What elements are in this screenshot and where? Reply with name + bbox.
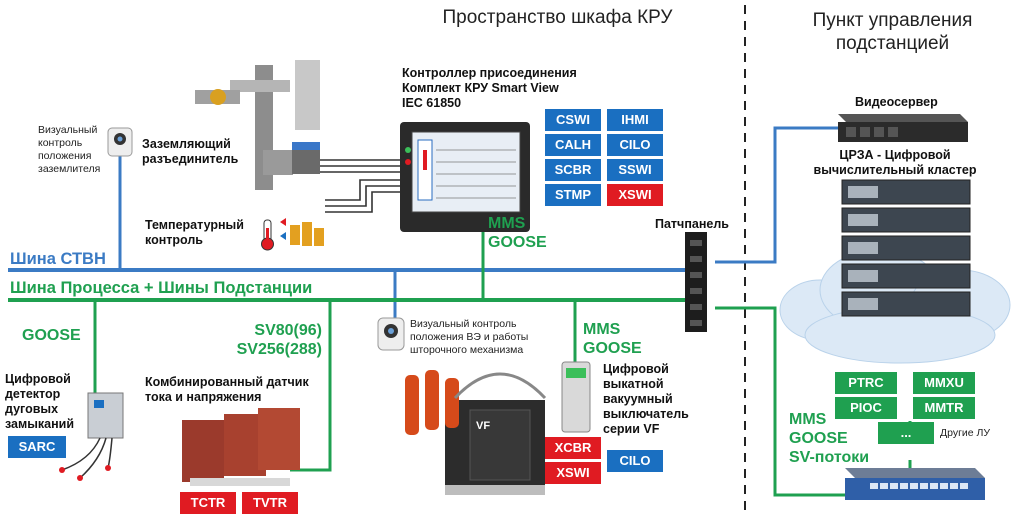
arc-line2: детектор bbox=[5, 387, 61, 401]
earth-camera-icon bbox=[107, 127, 133, 157]
sv-line1: SV80(96) bbox=[254, 322, 322, 339]
ln-stmp: STMP bbox=[545, 184, 601, 206]
controller-title-line1: Контроллер присоединения bbox=[402, 66, 577, 80]
breaker-line2: выкатной bbox=[603, 377, 664, 391]
ln-other: ... bbox=[878, 422, 934, 444]
stvn-uplink bbox=[715, 126, 838, 264]
sensor-image bbox=[182, 408, 300, 486]
arc-detector-label: Цифровой детектор дуговых замыканий bbox=[5, 372, 74, 432]
cluster-line1: ЦРЗА - Цифровой bbox=[839, 148, 951, 162]
controller-wires bbox=[318, 159, 400, 213]
ln-calh: CALH bbox=[545, 134, 601, 156]
control-header: Пункт управления подстанцией bbox=[775, 9, 1010, 55]
control-header-line1: Пункт управления bbox=[812, 10, 973, 31]
temperature-label: Температурный контроль bbox=[145, 218, 244, 248]
sensor-label: Комбинированный датчик тока и напряжения bbox=[145, 375, 309, 405]
ln-scbr: SCBR bbox=[545, 159, 601, 181]
patch-panel-image bbox=[685, 232, 707, 332]
visual-earth-line3: положения bbox=[38, 150, 92, 162]
station-mms: MMS bbox=[789, 411, 827, 428]
ln-xswi: XSWI bbox=[545, 462, 601, 484]
ln-cswi: CSWI bbox=[545, 109, 601, 131]
vacuum-breaker-image bbox=[405, 370, 547, 495]
process-uplink bbox=[715, 306, 845, 497]
goose-left-label: GOOSE bbox=[22, 327, 81, 344]
temperature-line2: контроль bbox=[145, 233, 203, 247]
visual-earth-line1: Визуальный bbox=[38, 124, 98, 136]
patch-panel-label: Патчпанель bbox=[655, 217, 729, 231]
ln-cilo-breaker: CILO bbox=[607, 450, 663, 472]
ln-mmxu: MMXU bbox=[913, 372, 975, 394]
ln-xswi-controller: XSWI bbox=[607, 184, 663, 206]
breaker-line4: выключатель bbox=[603, 407, 689, 421]
ln-sarc: SARC bbox=[8, 436, 66, 458]
arc-line1: Цифровой bbox=[5, 372, 71, 386]
controller-title: Контроллер присоединения Комплект КРУ Sm… bbox=[402, 66, 577, 111]
visual-earth-line2: контроль bbox=[38, 137, 83, 149]
ln-pioc: PIOC bbox=[835, 397, 897, 419]
network-switch-image bbox=[845, 468, 985, 500]
arc-line3: дуговых bbox=[5, 402, 59, 416]
sv-label: SV80(96) SV256(288) bbox=[210, 321, 322, 359]
controller-goose: GOOSE bbox=[488, 234, 547, 251]
server-cluster-image bbox=[841, 179, 971, 317]
ln-sswi: SSWI bbox=[607, 159, 663, 181]
other-ln-label: Другие ЛУ bbox=[940, 427, 991, 439]
arc-detector-image bbox=[59, 392, 124, 481]
controller-device bbox=[400, 122, 530, 232]
temperature-sensors-image bbox=[290, 222, 324, 246]
cabinet-header: Пространство шкафа КРУ bbox=[442, 7, 673, 28]
controller-title-line2: Комплект КРУ Smart View bbox=[402, 81, 559, 95]
control-header-line2: подстанцией bbox=[835, 33, 950, 54]
ln-mmtr: MMTR bbox=[913, 397, 975, 419]
visual-breaker-line3: шторочного механизма bbox=[410, 344, 524, 356]
visual-breaker-label: Визуальный контроль положения ВЭ и работ… bbox=[410, 318, 528, 357]
visual-earth-label: Визуальный контроль положения заземлител… bbox=[38, 124, 100, 176]
controller-title-line3: IEC 61850 bbox=[402, 96, 462, 110]
ln-ptrc: PTRC bbox=[835, 372, 897, 394]
ln-xcbr: XCBR bbox=[545, 437, 601, 459]
breaker-goose: GOOSE bbox=[583, 340, 642, 357]
video-server-image bbox=[838, 114, 968, 142]
cluster-line2: вычислительный кластер bbox=[813, 163, 977, 177]
station-protocols: MMS GOOSE SV-потоки bbox=[789, 410, 869, 467]
breaker-line1: Цифровой bbox=[603, 362, 669, 376]
earthing-switch-label: Заземляющий разъединитель bbox=[142, 137, 238, 167]
sensor-line2: тока и напряжения bbox=[145, 390, 262, 404]
controller-protocols: MMS GOOSE bbox=[488, 214, 547, 252]
station-goose: GOOSE bbox=[789, 430, 848, 447]
sensor-line1: Комбинированный датчик bbox=[145, 375, 309, 389]
arc-line4: замыканий bbox=[5, 417, 75, 431]
ln-tctr: TCTR bbox=[180, 492, 236, 514]
earthing-switch-image bbox=[195, 60, 320, 190]
visual-breaker-line1: Визуальный контроль bbox=[410, 318, 517, 330]
stvn-bus-label: Шина СТВН bbox=[10, 250, 106, 268]
breaker-protocols: MMS GOOSE bbox=[583, 320, 642, 358]
ln-cilo: CILO bbox=[607, 134, 663, 156]
breaker-label: Цифровой выкатной вакуумный выключатель … bbox=[603, 362, 689, 437]
visual-breaker-line2: положения ВЭ и работы bbox=[410, 331, 529, 343]
breaker-mms: MMS bbox=[583, 321, 621, 338]
video-server-label: Видеосервер bbox=[855, 95, 938, 109]
thermometer-icon bbox=[261, 218, 286, 251]
sv-line2: SV256(288) bbox=[236, 341, 322, 358]
breaker-controller-image bbox=[561, 361, 591, 433]
earthing-switch-line2: разъединитель bbox=[142, 152, 239, 166]
breaker-line5: серии VF bbox=[603, 422, 660, 436]
breaker-line3: вакуумный bbox=[603, 392, 673, 406]
cluster-label: ЦРЗА - Цифровой вычислительный кластер bbox=[790, 148, 1000, 178]
process-bus-label: Шина Процесса + Шины Подстанции bbox=[10, 279, 313, 297]
sensor-link bbox=[290, 300, 332, 472]
station-sv: SV-потоки bbox=[789, 449, 870, 466]
visual-earth-line4: заземлителя bbox=[38, 163, 101, 175]
breaker-camera-icon bbox=[377, 317, 405, 351]
ln-tvtr: TVTR bbox=[242, 492, 298, 514]
ln-ihmi: IHMI bbox=[607, 109, 663, 131]
temperature-line1: Температурный bbox=[145, 218, 244, 232]
vf-plate: VF bbox=[476, 420, 491, 432]
controller-mms: MMS bbox=[488, 215, 526, 232]
earthing-switch-line1: Заземляющий bbox=[142, 137, 231, 151]
